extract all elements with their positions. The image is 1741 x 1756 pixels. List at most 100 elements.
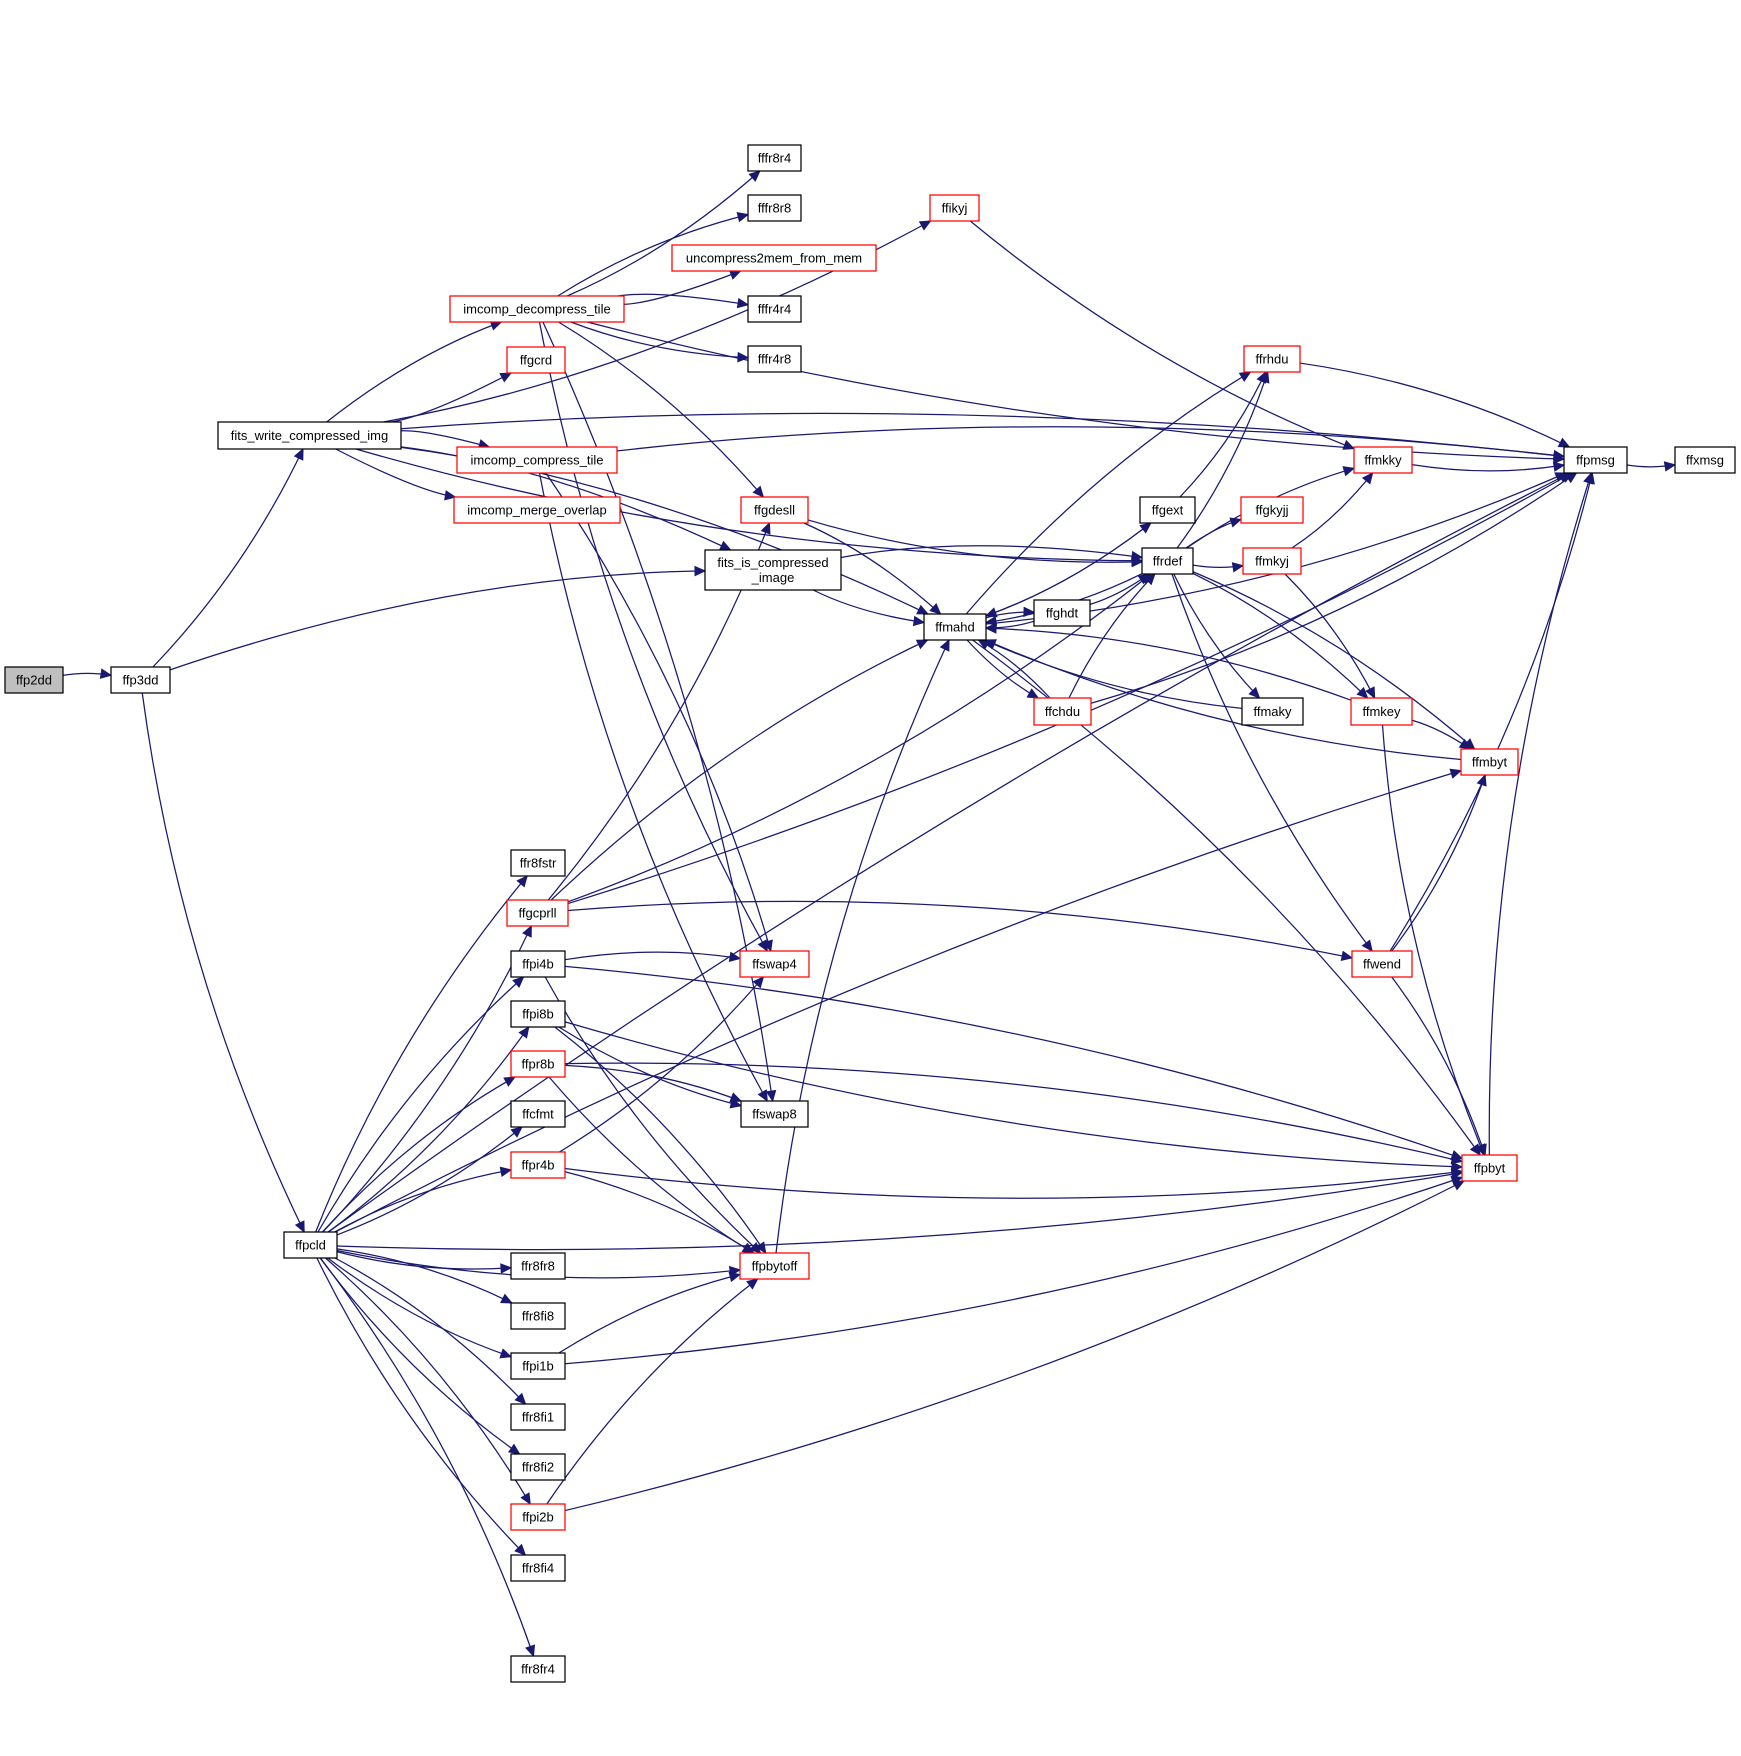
node-box-ffgcprll[interactable] [506,899,569,927]
node-ffmahd[interactable]: ffmahd [923,613,987,641]
node-box-ffswap4[interactable] [739,950,810,978]
node-box-ffr8fi8[interactable] [510,1302,566,1330]
node-box-ffpbytoff[interactable] [739,1252,810,1280]
node-ffgkyjj[interactable]: ffgkyjj [1240,496,1304,524]
node-ffrdef[interactable]: ffrdef [1141,547,1194,575]
node-ffr8fi8[interactable]: ffr8fi8 [510,1302,566,1330]
node-ffgdesll[interactable]: ffgdesll [740,496,809,524]
node-box-ffmkey[interactable] [1350,697,1413,726]
node-ffswap4[interactable]: ffswap4 [739,950,810,978]
node-fffr4r8[interactable]: fffr4r8 [747,345,802,373]
node-box-fffr4r4[interactable] [747,295,802,323]
node-box-ffpi8b[interactable] [510,1000,566,1028]
node-ffpi4b[interactable]: ffpi4b [510,950,566,978]
node-fits_write_compressed_img[interactable]: fits_write_compressed_img [217,421,402,450]
node-ffmkey[interactable]: ffmkey [1350,697,1413,726]
node-box-fits_is_compressed_image[interactable] [704,549,842,591]
node-box-ffpmsg[interactable] [1563,446,1628,474]
node-ffpbytoff[interactable]: ffpbytoff [739,1252,810,1280]
node-box-ffpi4b[interactable] [510,950,566,978]
node-box-imcomp_decompress_tile[interactable] [449,295,625,323]
node-box-ffgext[interactable] [1139,496,1196,524]
node-box-ffmahd[interactable] [923,613,987,641]
node-ffpcld[interactable]: ffpcld [283,1231,338,1259]
node-uncompress2mem_from_mem[interactable]: uncompress2mem_from_mem [671,244,877,272]
node-box-ffpr8b[interactable] [510,1050,566,1078]
node-ffr8fr4[interactable]: ffr8fr4 [510,1655,566,1683]
node-fffr8r4[interactable]: fffr8r4 [747,144,802,172]
node-ffmkky[interactable]: ffmkky [1353,446,1413,474]
node-ffgcrd[interactable]: ffgcrd [506,346,566,374]
node-ffpi8b[interactable]: ffpi8b [510,1000,566,1028]
node-ffr8fi4[interactable]: ffr8fi4 [510,1554,566,1582]
node-box-ffr8fr4[interactable] [510,1655,566,1683]
node-fffr8r8[interactable]: fffr8r8 [747,194,802,222]
node-ffr8fr8[interactable]: ffr8fr8 [510,1252,566,1280]
node-box-ffchdu[interactable] [1033,697,1092,726]
node-imcomp_decompress_tile[interactable]: imcomp_decompress_tile [449,295,625,323]
node-ffikyj[interactable]: ffikyj [929,194,980,222]
node-box-ffrhdu[interactable] [1243,345,1301,373]
node-box-fffr8r4[interactable] [747,144,802,172]
node-box-ffr8fi4[interactable] [510,1554,566,1582]
node-ffr8fstr[interactable]: ffr8fstr [510,849,566,877]
node-ffmkyj[interactable]: ffmkyj [1242,547,1302,575]
node-box-fits_write_compressed_img[interactable] [217,421,402,450]
node-ffmaky[interactable]: ffmaky [1241,697,1304,726]
node-box-ffr8fstr[interactable] [510,849,566,877]
node-box-ffrdef[interactable] [1141,547,1194,575]
node-ffrhdu[interactable]: ffrhdu [1243,345,1301,373]
node-ffp3dd[interactable]: ffp3dd [110,666,171,694]
node-box-ffgcrd[interactable] [506,346,566,374]
node-box-ffpi1b[interactable] [510,1352,566,1380]
node-box-ffmaky[interactable] [1241,697,1304,726]
node-ffpbyt[interactable]: ffpbyt [1461,1154,1518,1182]
node-ffcfmt[interactable]: ffcfmt [510,1100,566,1128]
node-ffpi1b[interactable]: ffpi1b [510,1352,566,1380]
node-box-fffr8r8[interactable] [747,194,802,222]
node-ffchdu[interactable]: ffchdu [1033,697,1092,726]
node-box-fffr4r8[interactable] [747,345,802,373]
node-box-ffp3dd[interactable] [110,666,171,694]
node-ffpmsg[interactable]: ffpmsg [1563,446,1628,474]
node-box-imcomp_compress_tile[interactable] [456,446,618,474]
node-box-ffpi2b[interactable] [510,1503,566,1531]
node-box-imcomp_merge_overlap[interactable] [453,496,621,524]
node-box-ffpcld[interactable] [283,1231,338,1259]
node-ffpi2b[interactable]: ffpi2b [510,1503,566,1531]
node-imcomp_merge_overlap[interactable]: imcomp_merge_overlap [453,496,621,524]
node-ffgext[interactable]: ffgext [1139,496,1196,524]
node-ffxmsg[interactable]: ffxmsg [1674,446,1736,474]
node-box-ffghdt[interactable] [1033,599,1091,627]
node-ffpr4b[interactable]: ffpr4b [510,1151,566,1179]
node-box-ffp2dd[interactable] [4,666,64,694]
node-fits_is_compressed_image[interactable]: fits_is_compressed_image [704,549,842,591]
node-ffpr8b[interactable]: ffpr8b [510,1050,566,1078]
node-ffmbyt[interactable]: ffmbyt [1460,748,1519,776]
node-ffp2dd[interactable]: ffp2dd [4,666,64,694]
node-box-uncompress2mem_from_mem[interactable] [671,244,877,272]
node-box-ffr8fi2[interactable] [510,1453,566,1481]
node-box-ffr8fi1[interactable] [510,1403,566,1431]
node-box-ffikyj[interactable] [929,194,980,222]
node-imcomp_compress_tile[interactable]: imcomp_compress_tile [456,446,618,474]
node-box-ffpbyt[interactable] [1461,1154,1518,1182]
node-box-ffgdesll[interactable] [740,496,809,524]
node-box-ffgkyjj[interactable] [1240,496,1304,524]
node-box-ffwend[interactable] [1351,950,1413,978]
node-box-ffpr4b[interactable] [510,1151,566,1179]
node-ffswap8[interactable]: ffswap8 [740,1100,809,1128]
node-box-ffr8fr8[interactable] [510,1252,566,1280]
node-fffr4r4[interactable]: fffr4r4 [747,295,802,323]
node-box-ffxmsg[interactable] [1674,446,1736,474]
node-box-ffmkyj[interactable] [1242,547,1302,575]
node-box-ffcfmt[interactable] [510,1100,566,1128]
node-box-ffmkky[interactable] [1353,446,1413,474]
node-box-ffswap8[interactable] [740,1100,809,1128]
node-box-ffmbyt[interactable] [1460,748,1519,776]
node-ffghdt[interactable]: ffghdt [1033,599,1091,627]
node-ffgcprll[interactable]: ffgcprll [506,899,569,927]
node-ffr8fi1[interactable]: ffr8fi1 [510,1403,566,1431]
node-ffwend[interactable]: ffwend [1351,950,1413,978]
node-ffr8fi2[interactable]: ffr8fi2 [510,1453,566,1481]
